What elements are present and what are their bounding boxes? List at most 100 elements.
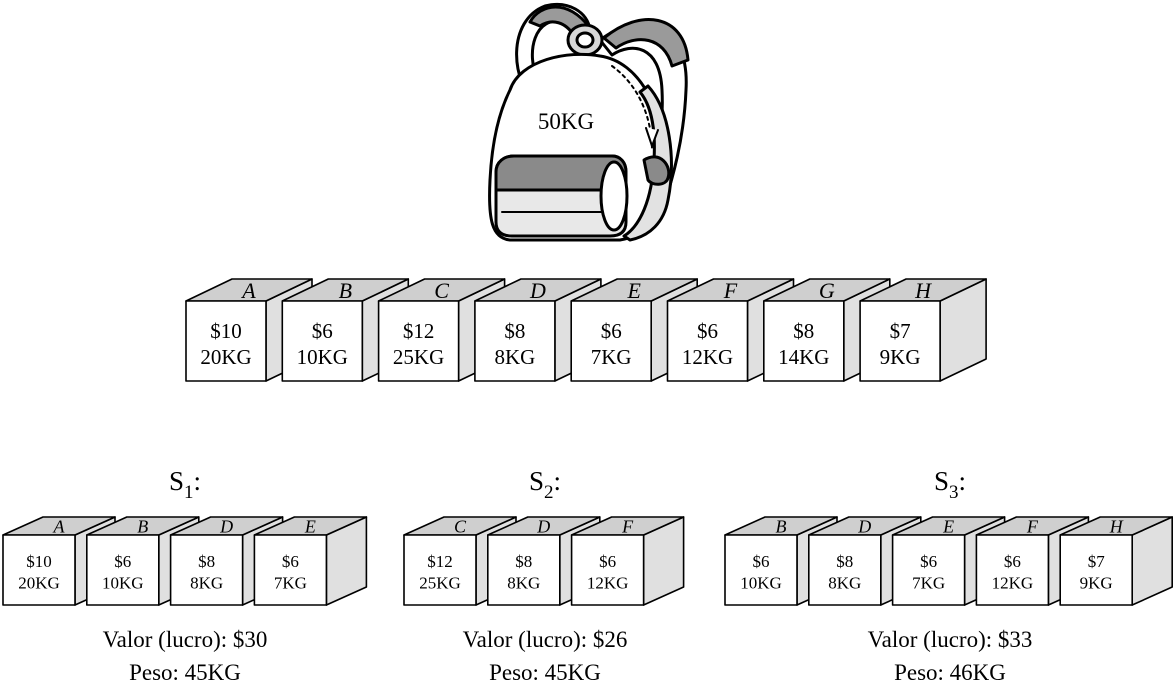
solution-subscript: 2 bbox=[544, 482, 554, 503]
cube-front bbox=[666, 300, 749, 382]
item-value: $12 bbox=[427, 552, 453, 571]
cube-front bbox=[474, 300, 556, 382]
item-value: $6 bbox=[601, 319, 622, 343]
item-value: $8 bbox=[793, 319, 814, 343]
item-value: $6 bbox=[697, 319, 718, 343]
item-letter: E bbox=[304, 516, 316, 536]
cube-front bbox=[185, 300, 267, 382]
item-value: $8 bbox=[504, 319, 525, 343]
item-value: $8 bbox=[515, 552, 532, 571]
item-value: $6 bbox=[282, 552, 299, 571]
item-value: $6 bbox=[114, 552, 131, 571]
item-weight: 10KG bbox=[297, 345, 348, 369]
cube-front bbox=[762, 300, 845, 382]
cube-front bbox=[724, 534, 798, 606]
item-weight: 8KG bbox=[190, 573, 223, 592]
item-value: $8 bbox=[198, 552, 215, 571]
solution-subscript: 1 bbox=[184, 482, 194, 503]
item-weight: 7KG bbox=[274, 573, 307, 592]
item-row: A$1020KGB$610KGC$1225KGD$88KGE$67KGF$612… bbox=[185, 278, 987, 382]
item-weight: 12KG bbox=[682, 345, 733, 369]
solution-name: S bbox=[934, 466, 949, 496]
item-letter: B bbox=[339, 278, 352, 303]
cube-front bbox=[570, 534, 645, 606]
item-weight: 8KG bbox=[494, 345, 535, 369]
item-value: $10 bbox=[210, 319, 242, 343]
item-value: $6 bbox=[920, 552, 937, 571]
solution-subscript: 3 bbox=[949, 482, 959, 503]
item-weight: 12KG bbox=[587, 573, 629, 592]
item-weight: 14KG bbox=[778, 345, 829, 369]
item-value: $6 bbox=[1004, 552, 1021, 571]
item-weight: 8KG bbox=[507, 573, 540, 592]
item-letter: B bbox=[776, 516, 787, 536]
solution-colon: : bbox=[194, 466, 202, 496]
solution-name: S bbox=[529, 466, 544, 496]
solution-value: Valor (lucro): $30 bbox=[103, 627, 268, 652]
solution-colon: : bbox=[554, 466, 562, 496]
item-letter: A bbox=[53, 516, 66, 536]
cube-front bbox=[486, 534, 561, 606]
item-letter: H bbox=[914, 278, 932, 303]
item-letter: F bbox=[621, 516, 634, 536]
item-letter: B bbox=[137, 516, 148, 536]
solution-colon: : bbox=[959, 466, 967, 496]
item-weight: 9KG bbox=[1080, 573, 1113, 592]
item-weight: 7KG bbox=[912, 573, 945, 592]
solution-1: S1: A$10 20KG B $6 10KG D$8 8KG E $6 7KG Valor (luc… bbox=[2, 466, 368, 683]
item-weight: 12KG bbox=[992, 573, 1034, 592]
item-weight: 10KG bbox=[102, 573, 144, 592]
solution-title: S2: bbox=[529, 466, 561, 503]
item-letter: D bbox=[536, 516, 550, 536]
cube-front bbox=[281, 300, 364, 382]
item-weight: 9KG bbox=[880, 345, 921, 369]
cube-front bbox=[975, 534, 1050, 606]
item-value: $7 bbox=[1088, 552, 1106, 571]
backpack-capacity: 50KG bbox=[538, 109, 594, 134]
solution-title: S3: bbox=[934, 466, 966, 503]
item-letter: F bbox=[1026, 516, 1039, 536]
item-letter: D bbox=[219, 516, 233, 536]
item-weight: 20KG bbox=[200, 345, 251, 369]
cube-front bbox=[570, 300, 653, 382]
item-value: $6 bbox=[312, 319, 333, 343]
backpack-icon bbox=[488, 3, 690, 242]
item-value: $8 bbox=[836, 552, 853, 571]
solution-1-cube-e: E $6 7KG bbox=[253, 516, 368, 606]
item-weight: 25KG bbox=[419, 573, 461, 592]
item-value: $6 bbox=[599, 552, 616, 571]
item-weight: 25KG bbox=[393, 345, 444, 369]
cube-front bbox=[807, 534, 882, 606]
solution-weight: Peso: 45KG bbox=[129, 660, 241, 683]
cube-front bbox=[891, 534, 966, 606]
item-letter: C bbox=[454, 516, 467, 536]
item-letter: D bbox=[857, 516, 871, 536]
item-letter: H bbox=[1109, 516, 1124, 536]
cube-front bbox=[86, 534, 160, 606]
cube-front bbox=[859, 300, 941, 382]
cube-front bbox=[169, 534, 244, 606]
cube-front bbox=[1059, 534, 1133, 606]
item-letter: E bbox=[626, 278, 641, 303]
solution-3-cube-h: H$7 9KG bbox=[1059, 516, 1173, 606]
cube-front bbox=[253, 534, 328, 606]
item-weight: 10KG bbox=[740, 573, 782, 592]
solution-2-cube-f: F $6 12KG bbox=[570, 516, 685, 606]
solution-3: S3:B$610KGD$88KGE$67KGF$612KGH$79KGValor… bbox=[724, 466, 1173, 683]
item-letter: A bbox=[240, 278, 256, 303]
item-value: $10 bbox=[26, 552, 52, 571]
solution-title: S1: bbox=[169, 466, 201, 503]
solution-weight: Peso: 45KG bbox=[489, 660, 601, 683]
solution-value: Valor (lucro): $33 bbox=[868, 627, 1033, 652]
item-letter: D bbox=[529, 278, 546, 303]
item-letter: C bbox=[434, 278, 449, 303]
item-letter: G bbox=[819, 278, 835, 303]
item-weight: 20KG bbox=[18, 573, 60, 592]
